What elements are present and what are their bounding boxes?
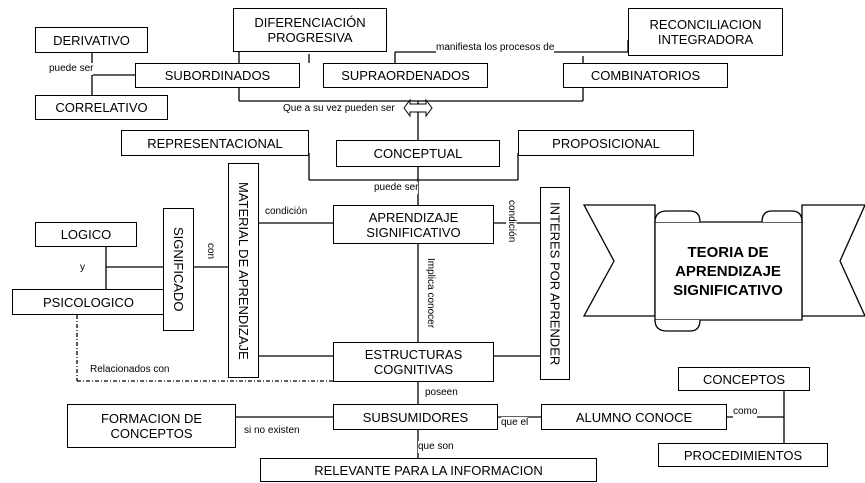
node-procedimientos[interactable]: PROCEDIMIENTOS — [658, 443, 828, 467]
node-psicologico[interactable]: PSICOLOGICO — [12, 289, 165, 315]
node-logico[interactable]: LOGICO — [35, 222, 137, 247]
link-label-implica-conocer: Implica conocer — [425, 258, 436, 329]
node-significado[interactable]: SIGNIFICADO — [163, 208, 194, 331]
node-correlativo[interactable]: CORRELATIVO — [35, 95, 168, 120]
node-combinatorios[interactable]: COMBINATORIOS — [563, 63, 728, 88]
node-interes-por-aprender[interactable]: INTERES POR APRENDER — [540, 187, 570, 380]
node-material-de-aprendizaje[interactable]: MATERIAL DE APRENDIZAJE — [228, 163, 259, 378]
link-label-que-el: que el — [501, 417, 529, 429]
link-label-que-son: que son — [418, 441, 454, 453]
node-relevante-para-la-informacion[interactable]: RELEVANTE PARA LA INFORMACION — [260, 458, 597, 482]
node-reconciliacion-integradora[interactable]: RECONCILIACION INTEGRADORA — [628, 8, 783, 56]
title-banner — [582, 204, 865, 332]
link-label-poseen: poseen — [425, 387, 458, 399]
node-supraordenados[interactable]: SUPRAORDENADOS — [323, 63, 488, 88]
node-conceptos[interactable]: CONCEPTOS — [678, 367, 810, 391]
link-label-puede-ser-2: puede ser — [374, 182, 419, 194]
node-derivativo[interactable]: DERIVATIVO — [35, 27, 148, 53]
node-subsumidores[interactable]: SUBSUMIDORES — [333, 404, 498, 430]
node-formacion-de-conceptos[interactable]: FORMACION DE CONCEPTOS — [67, 404, 236, 448]
node-representacional[interactable]: REPRESENTACIONAL — [121, 130, 309, 156]
link-label-como: como — [733, 406, 758, 418]
node-alumno-conoce[interactable]: ALUMNO CONOCE — [541, 404, 727, 430]
banner-title: TEORIA DE APRENDIZAJE SIGNIFICATIVO — [673, 244, 783, 299]
node-aprendizaje-significativo[interactable]: APRENDIZAJE SIGNIFICATIVO — [333, 205, 494, 244]
node-subordinados[interactable]: SUBORDINADOS — [135, 63, 300, 88]
link-label-relacionados-con: Relacionados con — [90, 364, 170, 376]
node-proposicional[interactable]: PROPOSICIONAL — [518, 130, 694, 156]
link-label-con: con — [205, 243, 216, 260]
link-label-condicion-2: condición — [506, 200, 517, 243]
node-conceptual[interactable]: CONCEPTUAL — [336, 140, 500, 167]
link-label-puede-ser: puede ser — [49, 63, 94, 75]
link-label-y: y — [80, 262, 85, 274]
link-label-si-no-existen: si no existen — [244, 425, 300, 437]
link-label-que-a-su-vez: Que a su vez pueden ser — [283, 103, 395, 115]
link-label-manifiesta: manifiesta los procesos de — [436, 42, 555, 54]
node-diferenciacion-progresiva[interactable]: DIFERENCIACIÓN PROGRESIVA — [233, 8, 387, 52]
node-estructuras-cognitivas[interactable]: ESTRUCTURAS COGNITIVAS — [333, 342, 494, 382]
link-label-condicion: condición — [265, 206, 308, 218]
